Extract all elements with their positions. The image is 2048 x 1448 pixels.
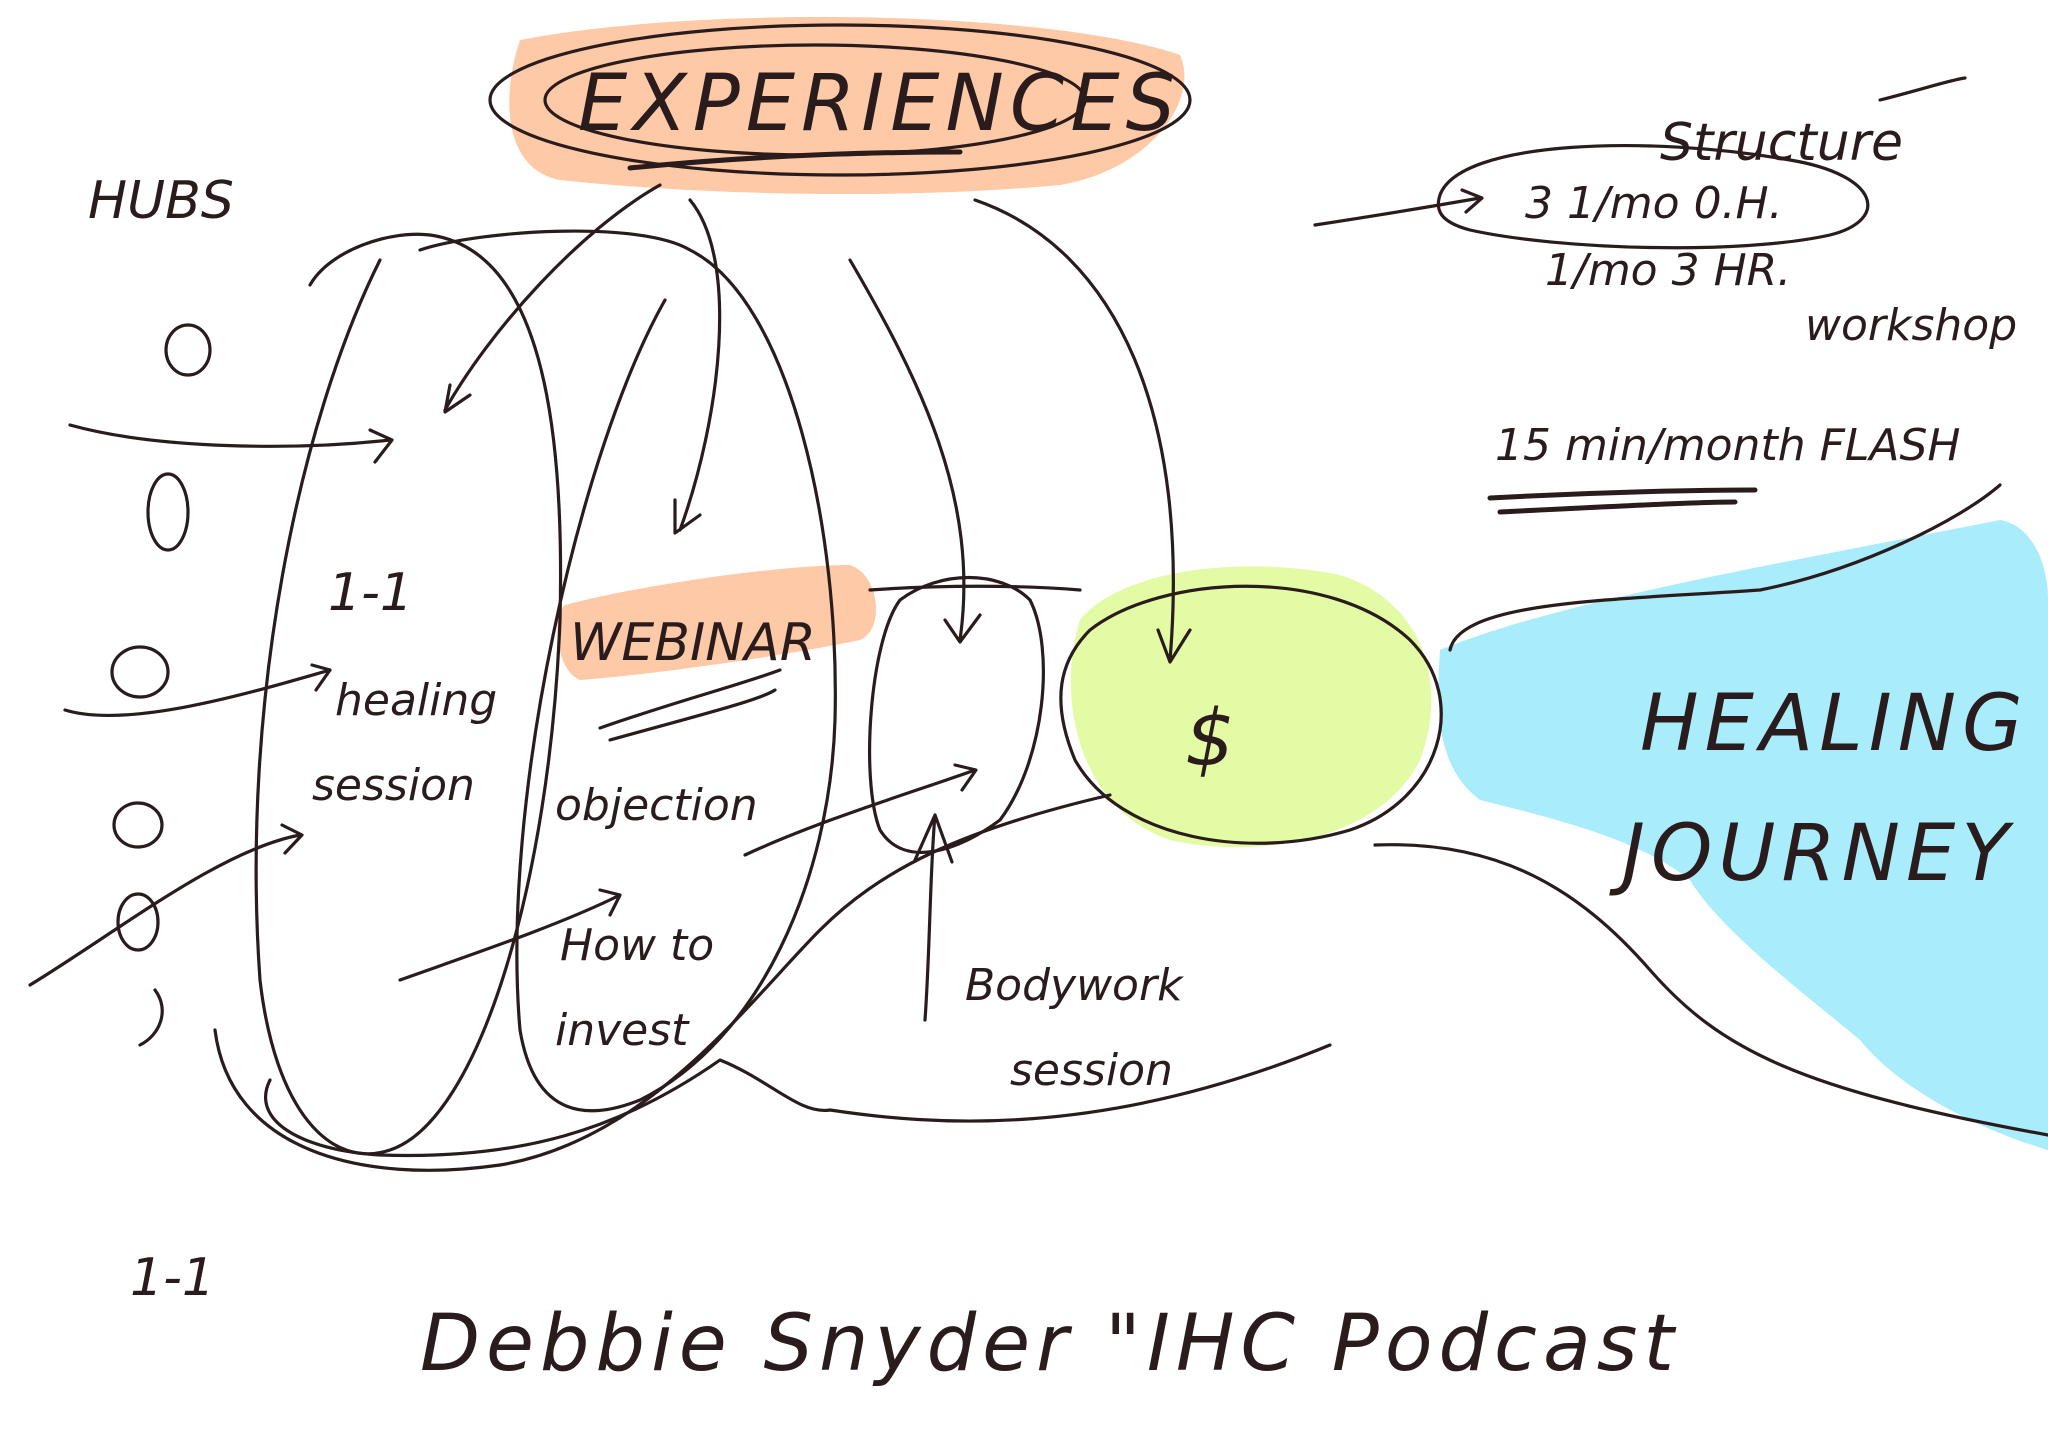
webinar-oval (418, 229, 837, 1113)
experiences-highlight (509, 17, 1185, 195)
invest-label: invest (555, 1005, 690, 1056)
objection-label: objection (555, 780, 758, 831)
hub-circle-3 (110, 645, 170, 699)
retreat-oval (1059, 584, 1443, 845)
flash-underline (1487, 487, 1758, 515)
webinar-node: WEBINAR objection How to invest (398, 198, 837, 1113)
journey-upper-path (1448, 483, 2002, 652)
structure-arrow (1313, 188, 1484, 227)
structure-notes: Structure 3 1/mo 0.H. 1/mo 3 HR. worksho… (1313, 76, 2017, 515)
experiences-to-oval-arrow (443, 183, 662, 414)
retreat-symbol: $ (1185, 694, 1241, 784)
outer-sweep-loop (213, 793, 1112, 1172)
structure-title-flourish (1878, 76, 1967, 102)
experiences-to-bodywork-arrow (848, 258, 982, 644)
hub-circle-2 (146, 472, 190, 552)
experiences-to-retreat-arrow (973, 198, 1192, 664)
bodywork-node: Bodywork session (743, 258, 1184, 1096)
objection-to-bodywork-arrow (743, 763, 978, 857)
healing-session-oval (254, 232, 563, 1156)
structure-oval (1436, 144, 1870, 250)
bottom-notes: 1-1 Debbie Snyder "IHC Podcast (130, 1248, 1680, 1389)
webinar-underline (598, 668, 782, 742)
healing-label-big: HEALING (1640, 679, 2029, 769)
hub-circle-4 (112, 801, 164, 849)
one-on-one-label: 1-1 (328, 563, 413, 623)
hub-circle-5 (116, 892, 160, 952)
hubs-title: HUBS (88, 171, 234, 231)
healing-journey-highlight (1438, 520, 2048, 1150)
hub-arrow-a (68, 423, 394, 464)
webinar-label: WEBINAR (570, 613, 816, 673)
hub-arrow-c (28, 823, 304, 987)
structure-title: Structure (1660, 113, 1903, 173)
retreat-node: $ (868, 198, 1443, 845)
outer-sweep-loop-2 (264, 1043, 1332, 1158)
bottom-one-on-one: 1-1 (130, 1248, 215, 1308)
experiences-to-webinar-arrow (673, 198, 722, 535)
webinar-highlight (557, 565, 877, 680)
journey-lower-path (1373, 843, 2048, 1137)
healing-session-node: 1-1 healing session (254, 183, 662, 1156)
hub-arrow-b (63, 663, 332, 718)
bodywork-label: Bodywork (965, 960, 1184, 1011)
experiences-label: EXPERIENCES (578, 59, 1181, 149)
experiences-node: EXPERIENCES (488, 23, 1192, 177)
bodywork-session-label: session (1010, 1045, 1173, 1096)
flash-note: 15 min/month FLASH (1495, 420, 1961, 471)
bodywork-oval (868, 576, 1045, 854)
experiences-outer-oval (488, 23, 1192, 177)
healing-label: healing (335, 675, 497, 726)
highlights (509, 17, 2048, 1150)
how-to-label: How to (560, 920, 714, 971)
healing-journey-node: HEALING JOURNEY (1373, 483, 2048, 1137)
journey-label-big: JOURNEY (1609, 809, 2015, 899)
bodywork-to-retreat-line (868, 584, 1082, 592)
structure-line-2: 1/mo 3 HR. (1545, 245, 1791, 296)
session-label: session (312, 760, 475, 811)
bottom-podcast-note: Debbie Snyder "IHC Podcast (420, 1299, 1680, 1389)
experiences-underline (627, 149, 963, 171)
hub-circle-1 (164, 323, 212, 377)
how-to-arrow (398, 888, 622, 982)
structure-line-1: 3 1/mo 0.H. (1525, 178, 1783, 229)
hub-mark-6 (138, 988, 164, 1047)
hubs-column: HUBS (28, 171, 394, 1047)
structure-line-3: workshop (1805, 300, 2017, 351)
